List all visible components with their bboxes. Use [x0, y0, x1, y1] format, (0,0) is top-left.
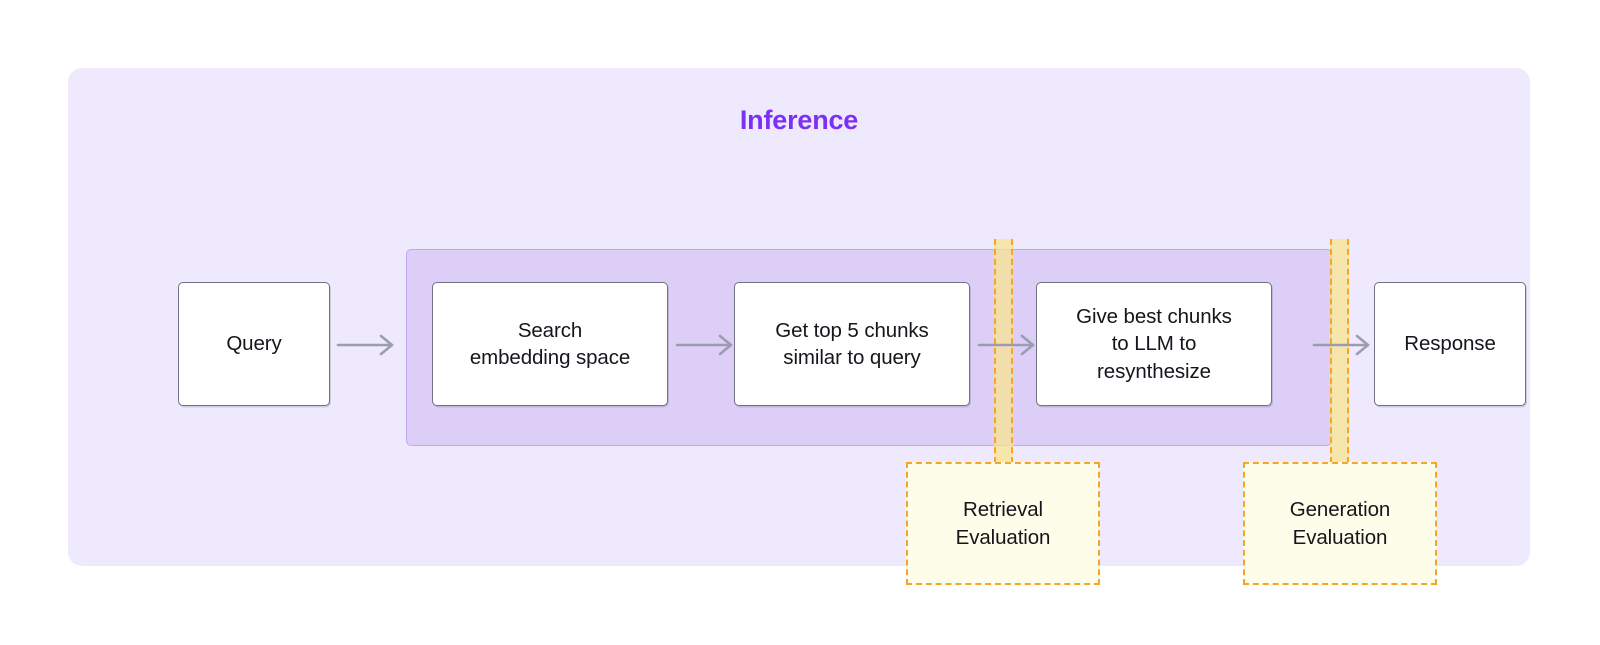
- process-box-query-label: Query: [226, 332, 282, 356]
- process-box-query[interactable]: Query: [178, 282, 330, 406]
- retrieval-evaluation-band: [994, 239, 1013, 463]
- arrow-right-icon-search-to-top-chunks: [675, 334, 737, 356]
- arrow-right-icon-top-chunks-to-llm: [977, 334, 1039, 356]
- arrow-right-icon-query-to-search: [336, 334, 398, 356]
- evaluation-box-generation[interactable]: Generation Evaluation: [1243, 462, 1437, 585]
- process-box-response[interactable]: Response: [1374, 282, 1526, 406]
- process-box-search[interactable]: Search embedding space: [432, 282, 668, 406]
- evaluation-box-retrieval[interactable]: Retrieval Evaluation: [906, 462, 1100, 585]
- evaluation-box-generation-label: Generation Evaluation: [1289, 498, 1391, 549]
- arrow-right-icon-llm-to-response: [1312, 334, 1374, 356]
- inference-panel: Inference Query Search embedding space G…: [68, 68, 1530, 585]
- page-title: Inference: [739, 105, 859, 135]
- process-box-llm-resynthesize-label: Give best chunks to LLM to resynthesize: [1076, 305, 1232, 383]
- evaluation-box-retrieval-label: Retrieval Evaluation: [955, 498, 1051, 549]
- process-box-response-label: Response: [1404, 332, 1496, 356]
- process-box-top-chunks-label: Get top 5 chunks similar to query: [775, 318, 929, 369]
- process-box-search-label: Search embedding space: [469, 318, 631, 369]
- process-box-top-chunks[interactable]: Get top 5 chunks similar to query: [734, 282, 970, 406]
- generation-evaluation-band: [1330, 239, 1349, 463]
- process-box-llm-resynthesize[interactable]: Give best chunks to LLM to resynthesize: [1036, 282, 1272, 406]
